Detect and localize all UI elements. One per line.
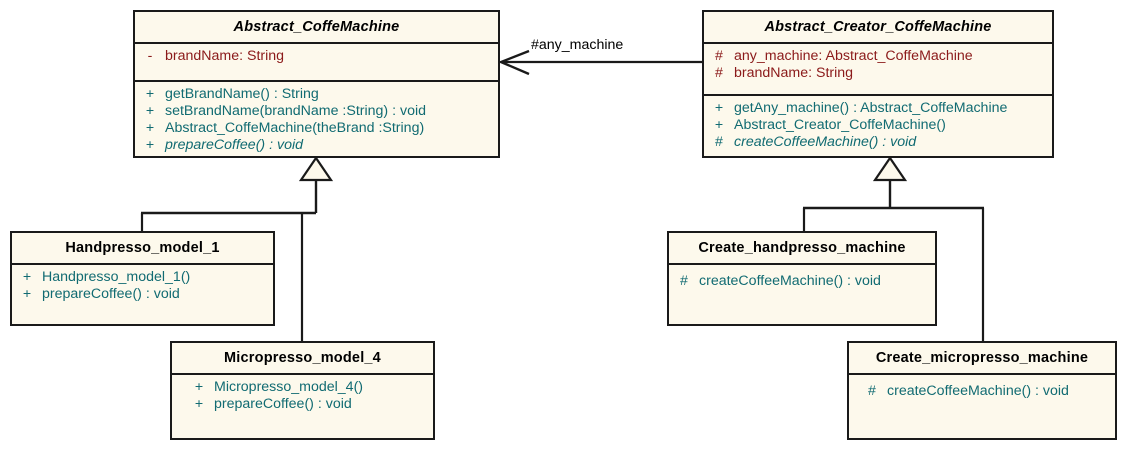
operation-row: + prepareCoffee() : void bbox=[135, 137, 496, 154]
class-box-create-micropresso-machine[interactable]: Create_micropresso_machine # createCoffe… bbox=[847, 341, 1117, 440]
attribute-row: # brandName: String bbox=[704, 65, 1050, 82]
operation-row: # createCoffeeMachine() : void bbox=[857, 383, 1113, 400]
class-name-create-micropresso-machine: Create_micropresso_machine bbox=[875, 350, 1089, 366]
compartment-divider bbox=[704, 42, 1052, 44]
visibility-marker: - bbox=[147, 48, 153, 64]
operation-text: getAny_machine() : Abstract_CoffeMachine bbox=[734, 100, 1008, 116]
operation-text: prepareCoffee() : void bbox=[42, 286, 180, 302]
operations-compartment: + Handpresso_model_1() + prepareCoffee()… bbox=[12, 265, 273, 307]
class-box-handpresso-model-1[interactable]: Handpresso_model_1 + Handpresso_model_1(… bbox=[10, 231, 275, 326]
visibility-marker: + bbox=[714, 100, 724, 116]
operation-text: Abstract_Creator_CoffeMachine() bbox=[734, 117, 946, 133]
class-box-abstract-coffemachine[interactable]: Abstract_CoffeMachine - brandName: Strin… bbox=[133, 10, 500, 158]
class-box-create-handpresso-machine[interactable]: Create_handpresso_machine # createCoffee… bbox=[667, 231, 937, 326]
operation-row: + Abstract_Creator_CoffeMachine() bbox=[704, 117, 1050, 134]
operation-text: createCoffeeMachine() : void bbox=[734, 134, 917, 150]
operation-row: + getAny_machine() : Abstract_CoffeMachi… bbox=[704, 100, 1050, 117]
operation-row: # createCoffeeMachine() : void bbox=[704, 134, 1050, 151]
operation-text: Handpresso_model_1() bbox=[42, 269, 191, 285]
compartment-divider bbox=[172, 373, 433, 375]
operations-compartment: # createCoffeeMachine() : void bbox=[849, 375, 1115, 404]
open-arrowhead-icon bbox=[497, 49, 530, 76]
class-name-handpresso-model-1: Handpresso_model_1 bbox=[65, 240, 220, 256]
visibility-marker: + bbox=[194, 379, 204, 395]
class-name-create-handpresso-machine: Create_handpresso_machine bbox=[698, 240, 906, 256]
class-name-micropresso-model-4: Micropresso_model_4 bbox=[224, 350, 381, 366]
operation-text: Micropresso_model_4() bbox=[214, 379, 364, 395]
operation-text: setBrandName(brandName :String) : void bbox=[165, 103, 427, 119]
class-box-micropresso-model-4[interactable]: Micropresso_model_4 + Micropresso_model_… bbox=[170, 341, 435, 440]
attribute-text: brandName: String bbox=[165, 48, 285, 64]
attribute-text: any_machine: Abstract_CoffeMachine bbox=[734, 48, 973, 64]
compartment-divider bbox=[135, 42, 498, 44]
visibility-marker: # bbox=[715, 65, 723, 81]
operation-row: + prepareCoffee() : void bbox=[184, 396, 431, 413]
class-name-abstract-creator-coffemachine: Abstract_Creator_CoffeMachine bbox=[764, 19, 992, 35]
visibility-marker: # bbox=[680, 273, 688, 289]
visibility-marker: # bbox=[715, 48, 723, 64]
operation-row: + setBrandName(brandName :String) : void bbox=[135, 103, 496, 120]
visibility-marker: + bbox=[194, 396, 204, 412]
operation-row: + Abstract_CoffeMachine(theBrand :String… bbox=[135, 120, 496, 137]
operations-compartment: + Micropresso_model_4() + prepareCoffee(… bbox=[172, 375, 433, 417]
operation-text: prepareCoffee() : void bbox=[214, 396, 352, 412]
operation-text: getBrandName() : String bbox=[165, 86, 319, 102]
operation-row: + Handpresso_model_1() bbox=[12, 269, 271, 286]
operations-compartment: # createCoffeeMachine() : void bbox=[669, 265, 935, 294]
operation-text: createCoffeeMachine() : void bbox=[887, 383, 1069, 399]
compartment-divider bbox=[669, 263, 935, 265]
visibility-marker: + bbox=[145, 86, 155, 102]
operation-row: # createCoffeeMachine() : void bbox=[669, 273, 933, 290]
operation-row: + getBrandName() : String bbox=[135, 86, 496, 103]
visibility-marker: + bbox=[22, 269, 32, 285]
class-box-abstract-creator-coffemachine[interactable]: Abstract_Creator_CoffeMachine # any_mach… bbox=[702, 10, 1054, 158]
attributes-compartment: # any_machine: Abstract_CoffeMachine # b… bbox=[704, 44, 1052, 94]
compartment-divider bbox=[849, 373, 1115, 375]
operation-row: + prepareCoffee() : void bbox=[12, 286, 271, 303]
visibility-marker: + bbox=[22, 286, 32, 302]
operations-compartment: + getBrandName() : String + setBrandName… bbox=[135, 82, 498, 158]
operation-text: prepareCoffee() : void bbox=[165, 137, 304, 153]
attributes-compartment: - brandName: String bbox=[135, 44, 498, 80]
association-any-machine bbox=[497, 49, 702, 76]
attribute-row: - brandName: String bbox=[135, 48, 496, 65]
visibility-marker: + bbox=[714, 117, 724, 133]
attribute-text: brandName: String bbox=[734, 65, 854, 81]
compartment-divider bbox=[135, 80, 498, 82]
operations-compartment: + getAny_machine() : Abstract_CoffeMachi… bbox=[704, 96, 1052, 155]
compartment-divider bbox=[12, 263, 273, 265]
operation-row: + Micropresso_model_4() bbox=[184, 379, 431, 396]
visibility-marker: + bbox=[145, 137, 155, 153]
association-label-any-machine: #any_machine bbox=[531, 37, 624, 53]
class-name-abstract-coffemachine: Abstract_CoffeMachine bbox=[233, 19, 400, 35]
visibility-marker: + bbox=[145, 120, 155, 136]
compartment-divider bbox=[704, 94, 1052, 96]
inheritance-triangle-icon bbox=[298, 156, 334, 182]
inheritance-triangle-icon bbox=[872, 156, 908, 182]
visibility-marker: + bbox=[145, 103, 155, 119]
operation-text: Abstract_CoffeMachine(theBrand :String) bbox=[165, 120, 425, 136]
operation-text: createCoffeeMachine() : void bbox=[699, 273, 881, 289]
visibility-marker: # bbox=[868, 383, 876, 399]
visibility-marker: # bbox=[715, 134, 723, 150]
attribute-row: # any_machine: Abstract_CoffeMachine bbox=[704, 48, 1050, 65]
